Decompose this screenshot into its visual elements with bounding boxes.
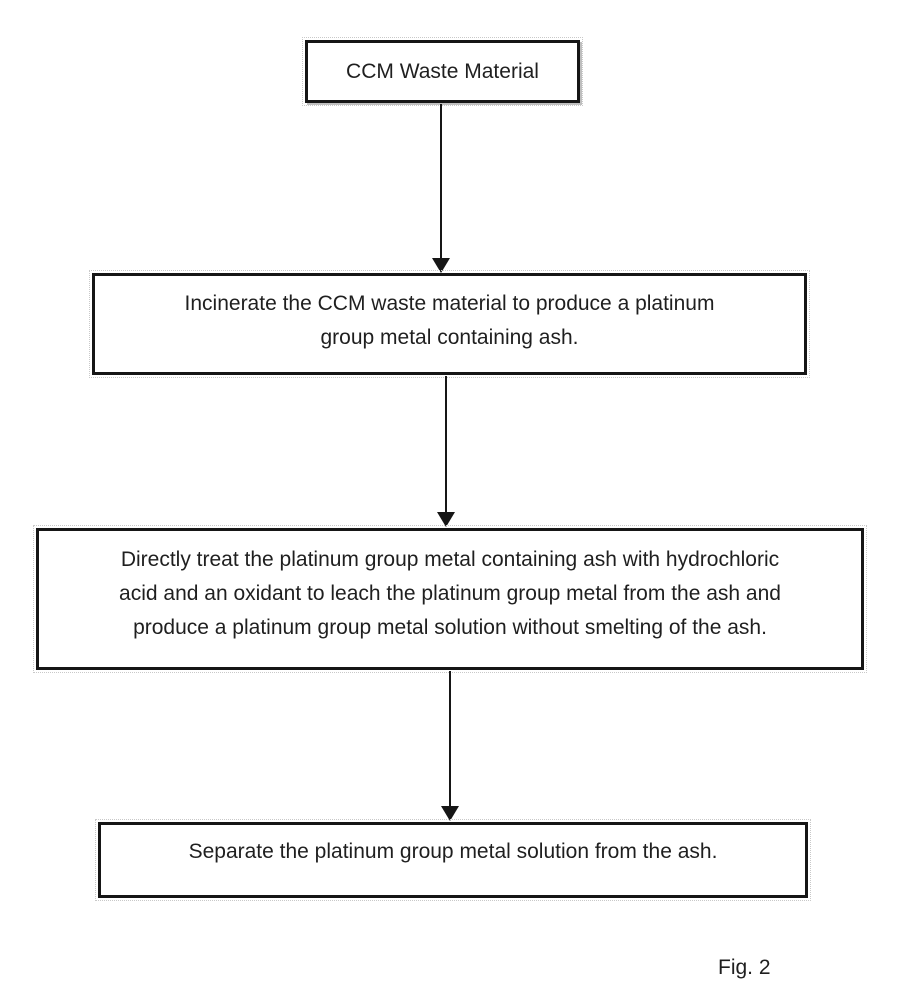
flow-box-text: acid and an oxidant to leach the platinu… [119, 582, 781, 605]
arrowhead-down-icon [441, 806, 459, 821]
flow-box-text: Separate the platinum group metal soluti… [188, 840, 718, 863]
arrow-down-1 [431, 104, 451, 273]
flow-box-incinerate-step: Incinerate the CCM waste material to pro… [89, 270, 810, 378]
figure-caption: Fig. 2 [718, 956, 771, 979]
flow-box-text: group metal containing ash. [320, 326, 579, 349]
arrow-shaft [440, 104, 442, 261]
flow-box-text: CCM Waste Material [346, 59, 539, 83]
flow-box-separate-step: Separate the platinum group metal soluti… [95, 819, 811, 901]
arrow-shaft [449, 671, 451, 809]
flow-box-text: Incinerate the CCM waste material to pro… [184, 292, 715, 315]
flow-box-leach-step: Directly treat the platinum group metal … [33, 525, 867, 673]
arrowhead-down-icon [437, 512, 455, 527]
arrowhead-down-icon [432, 258, 450, 273]
arrow-shaft [445, 376, 447, 515]
flow-box-text: produce a platinum group metal solution … [133, 616, 767, 639]
arrow-down-3 [440, 671, 460, 821]
arrow-down-2 [436, 376, 456, 527]
flow-box-ccm-waste-material: CCM Waste Material [302, 37, 583, 106]
flow-box-text: Directly treat the platinum group metal … [120, 548, 780, 571]
